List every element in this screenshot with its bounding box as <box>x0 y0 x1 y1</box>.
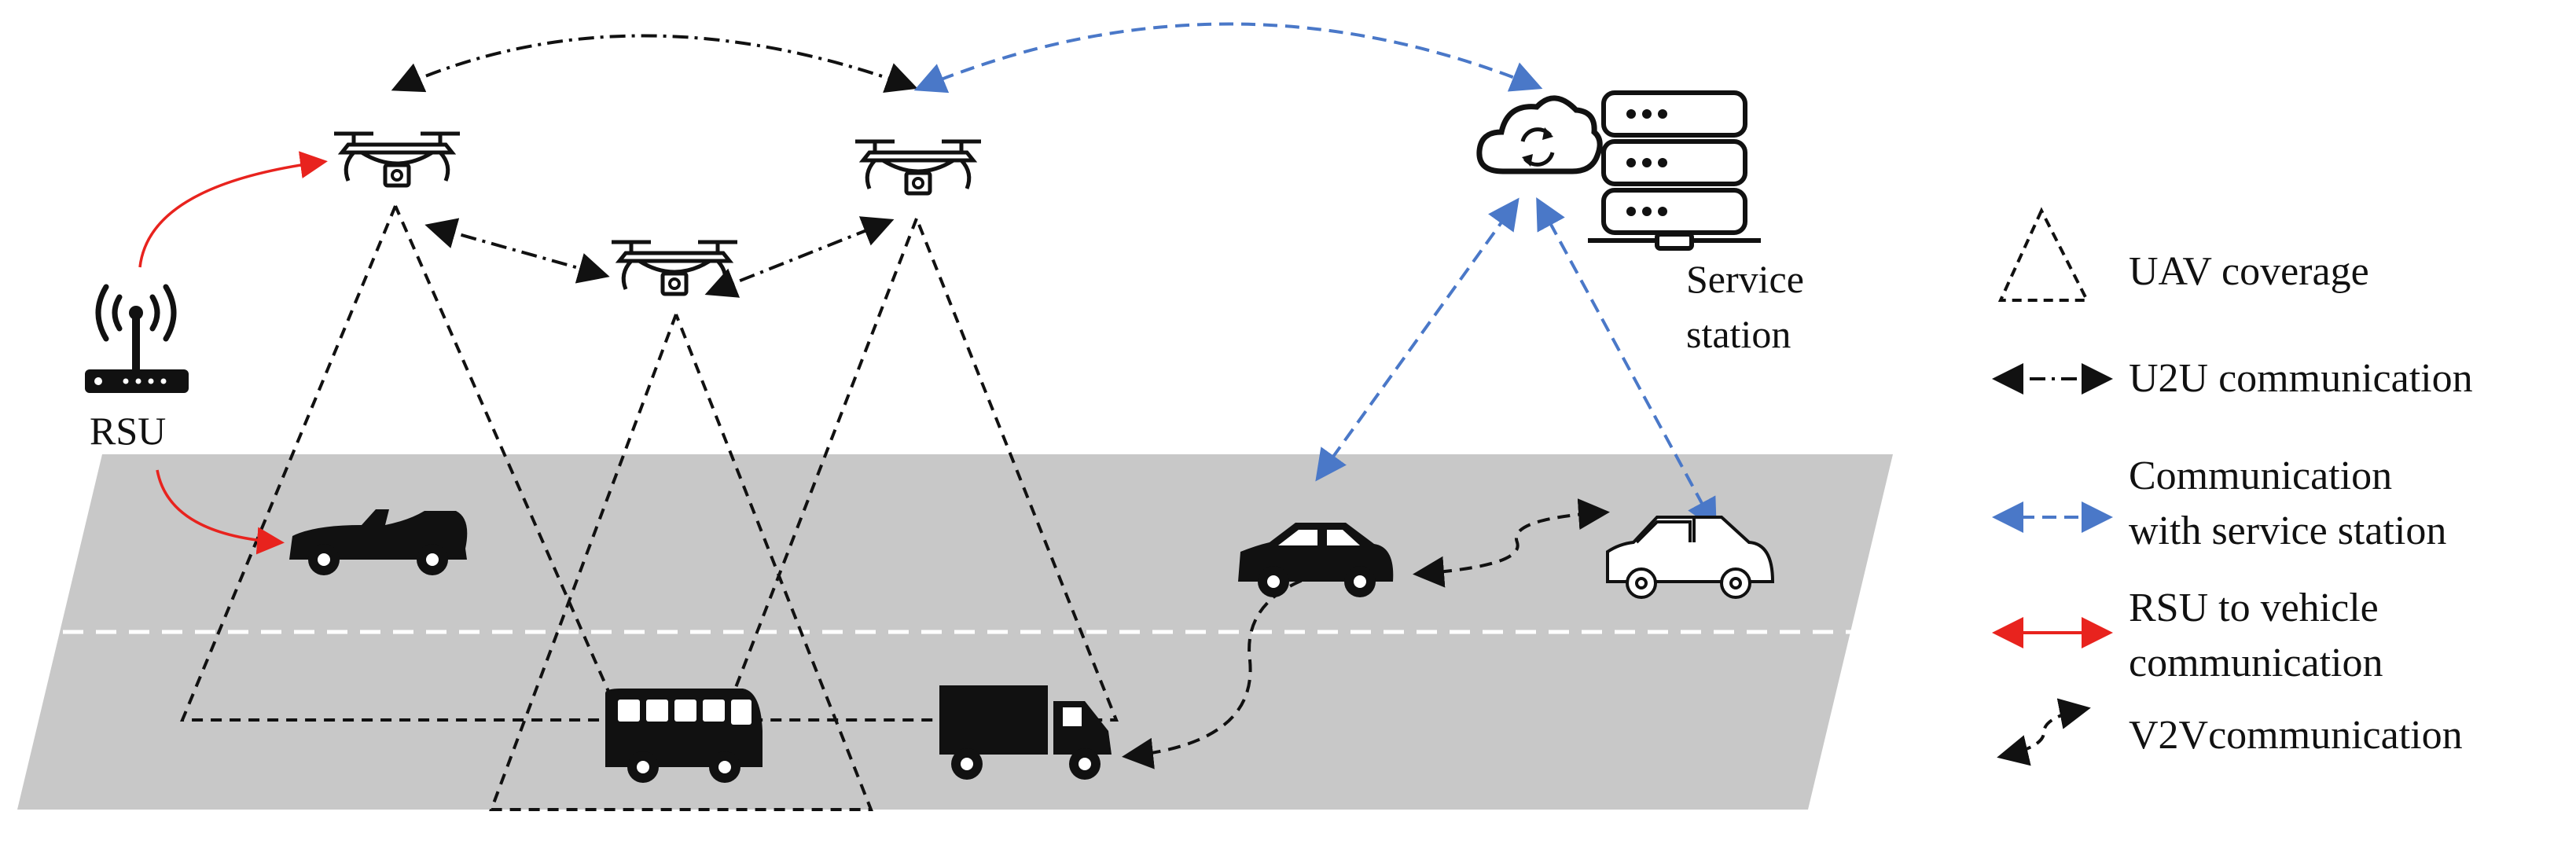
u2u-links <box>391 34 918 298</box>
service-station-links <box>913 22 1717 531</box>
hatchback-outline-icon <box>1606 516 1775 599</box>
legend: UAV coverage U2U communication Communica… <box>1992 207 2473 766</box>
service-station-label-line2: station <box>1686 312 1791 356</box>
drone-icon <box>334 134 460 185</box>
legend-rsu-label-line1: RSU to vehicle <box>2129 586 2379 630</box>
legend-rsu-label-line2: communication <box>2129 641 2383 685</box>
legend-service-label-line1: Communication <box>2129 454 2392 498</box>
bus-icon <box>605 689 763 783</box>
server-rack-lights <box>1626 109 1667 216</box>
drone-icon <box>612 242 737 294</box>
server-rack-icon <box>1588 90 1761 251</box>
drone-icon <box>855 141 981 193</box>
sedan-icon <box>1238 523 1394 597</box>
service-station-label-line1: Service <box>1686 257 1804 301</box>
rsu-links <box>138 151 328 555</box>
uav-coverage-cones <box>180 205 1119 811</box>
legend-uav-coverage-label: UAV coverage <box>2129 249 2369 294</box>
legend-v2v-label: V2Vcommunication <box>2129 713 2463 758</box>
truck-icon <box>939 685 1112 780</box>
rsu-label: RSU <box>90 409 166 453</box>
rsu-router-icon <box>85 284 189 393</box>
cloud-sync-icon <box>1476 95 1603 174</box>
legend-service-label-line2: with service station <box>2129 509 2446 553</box>
legend-v2v-swatch <box>1997 698 2091 766</box>
convertible-car-icon <box>289 509 468 575</box>
legend-u2u-label: U2U communication <box>2129 356 2473 401</box>
legend-uav-coverage-swatch <box>1997 207 2090 302</box>
